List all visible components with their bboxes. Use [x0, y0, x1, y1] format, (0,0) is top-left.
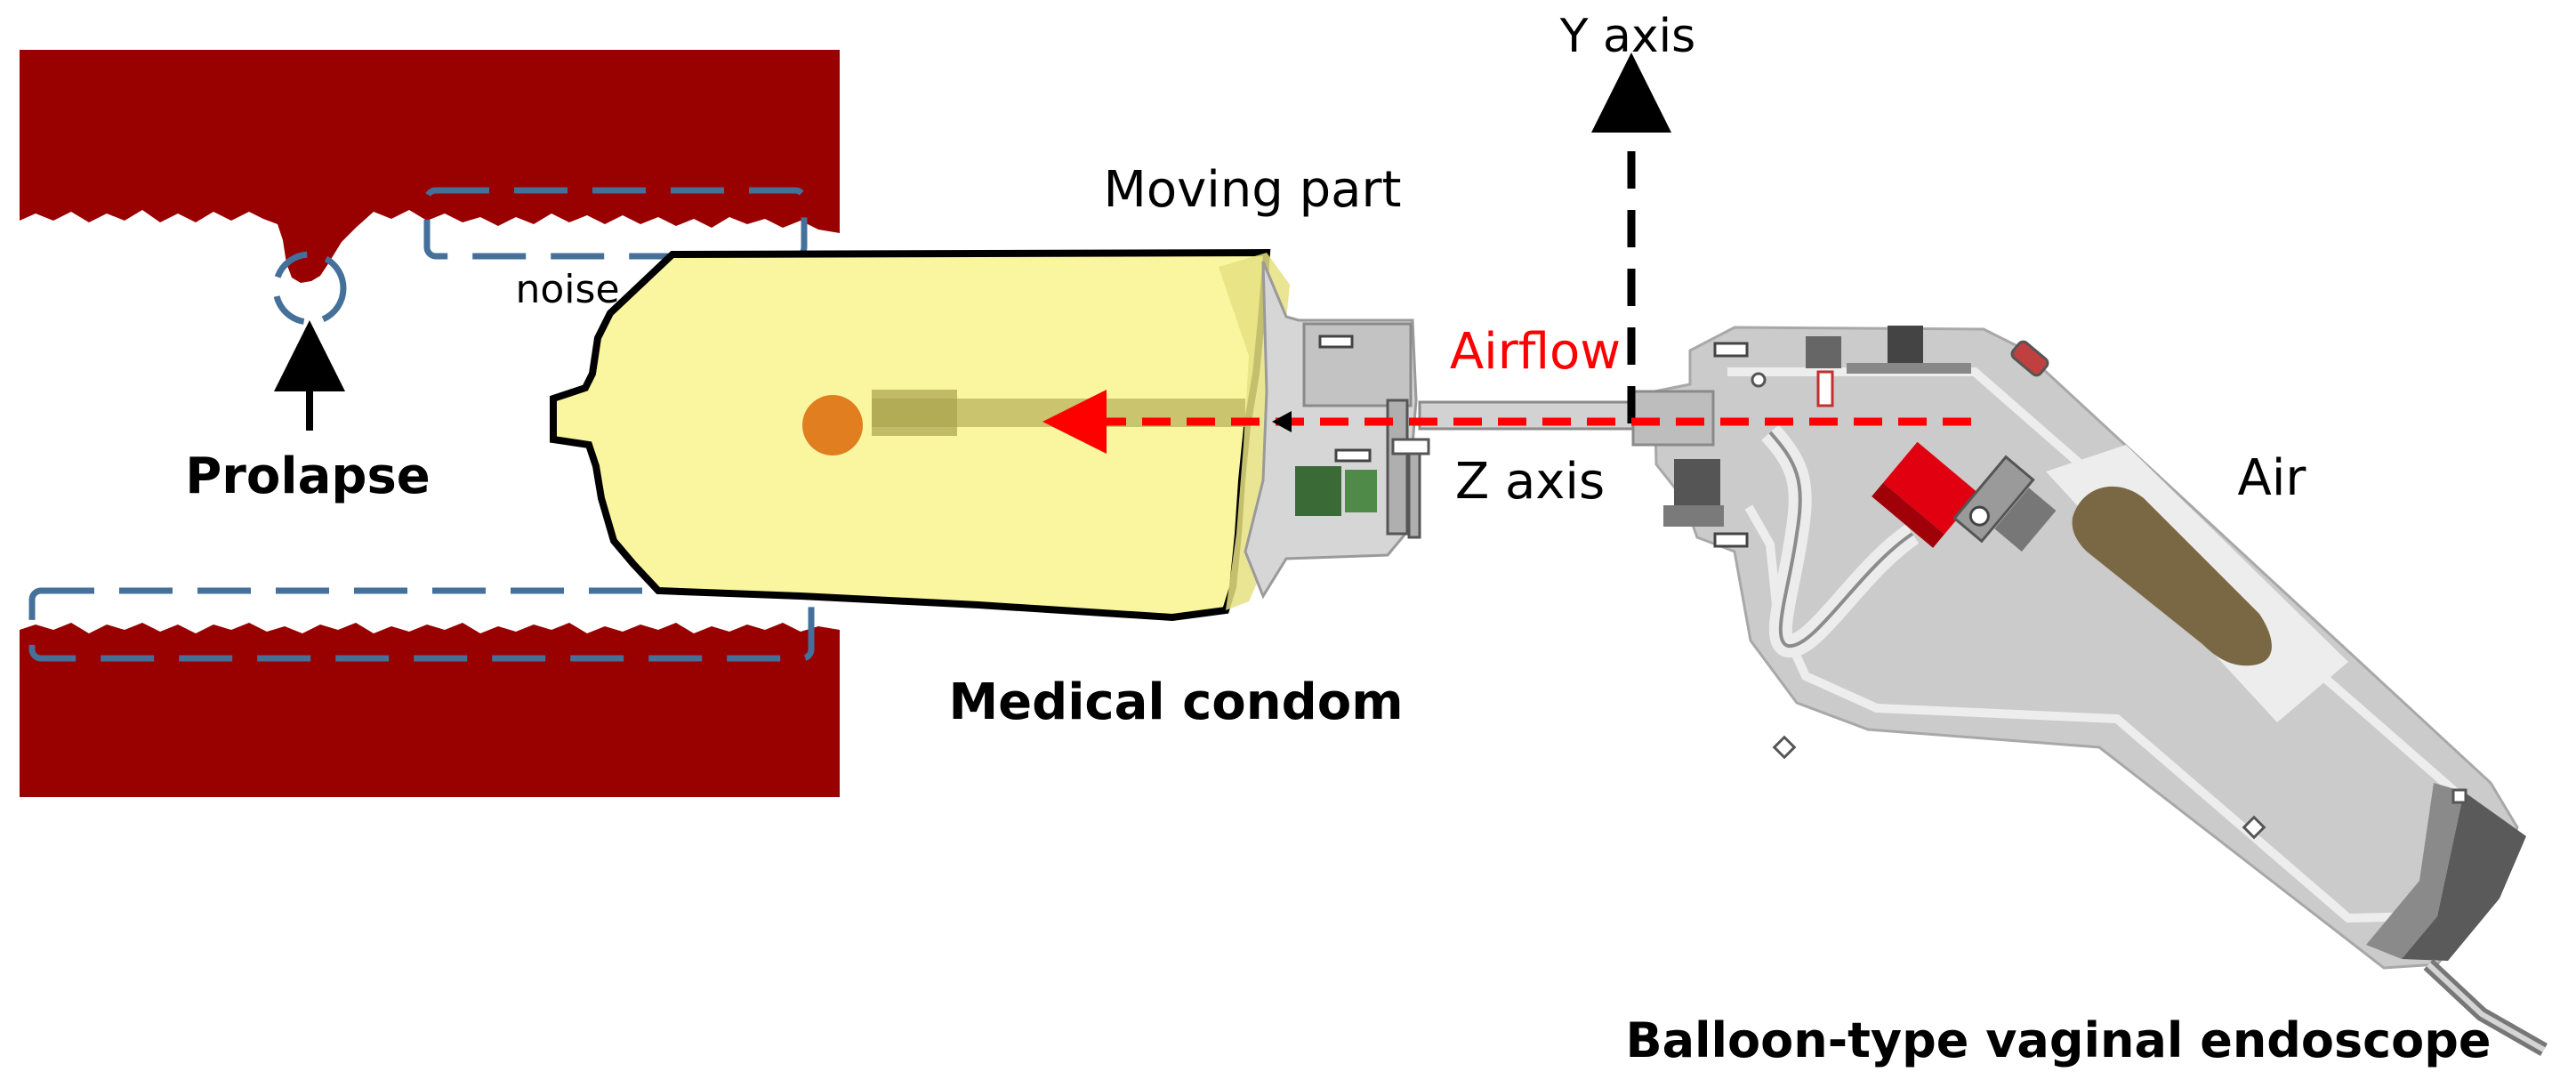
- endoscope-grip: [2402, 792, 2526, 961]
- screws: [1751, 372, 2467, 840]
- moving-part: [1244, 261, 1635, 600]
- air-label: Air: [2238, 449, 2307, 507]
- endoscope-handle: [1631, 326, 2548, 1056]
- endoscope-cable-core: [2426, 962, 2546, 1052]
- top-button: [2010, 340, 2049, 377]
- medical-condom-label: Medical condom: [948, 673, 1403, 731]
- red-valve: [1872, 441, 1979, 548]
- endoscope-knob: [1674, 459, 1720, 512]
- airflow-label: Airflow: [1450, 323, 1621, 381]
- moving-part-label: Moving part: [1104, 161, 1402, 219]
- z-axis-label: Z axis: [1455, 453, 1605, 511]
- small-black-arrowhead: [1272, 411, 1292, 432]
- lower-tissue-wall: [20, 623, 840, 797]
- noise-label: noise: [515, 267, 619, 312]
- top-connector-2: [1888, 326, 1923, 367]
- moving-part-slot-2: [1334, 448, 1372, 463]
- green-board: [1295, 466, 1341, 516]
- green-board-2: [1345, 470, 1377, 512]
- prolapse-label: Prolapse: [185, 447, 431, 505]
- valve-mount: [1952, 455, 2057, 552]
- endoscope-body: [1653, 326, 2519, 970]
- head-slot-2: [1713, 532, 1749, 548]
- tissue-walls: [20, 50, 840, 797]
- upper-noise-box: [423, 187, 808, 260]
- top-connector-1: [1806, 336, 1841, 368]
- rod-joint: [872, 390, 957, 436]
- upper-tissue-wall: [20, 50, 840, 283]
- prolapse-marker-circle: [272, 251, 347, 326]
- top-rail: [1847, 363, 1971, 374]
- air-tube-outline: [1768, 431, 1914, 649]
- balloon: [2072, 486, 2272, 666]
- y-axis-label: Y axis: [1559, 10, 1695, 63]
- camera-marker: [802, 395, 863, 455]
- endoscope-knob-base: [1663, 505, 1724, 527]
- endoscope-label: Balloon-type vaginal endoscope: [1625, 1012, 2491, 1068]
- red-pins: [1816, 370, 1834, 407]
- head-slot-1: [1713, 342, 1749, 358]
- lower-noise-box: [28, 587, 815, 662]
- endoscope-grip-mid: [2366, 783, 2464, 959]
- moving-part-slot: [1318, 334, 1354, 349]
- gear-plates: [1386, 399, 1430, 539]
- noise-markers: [28, 187, 815, 662]
- medical-condom: [550, 248, 1290, 622]
